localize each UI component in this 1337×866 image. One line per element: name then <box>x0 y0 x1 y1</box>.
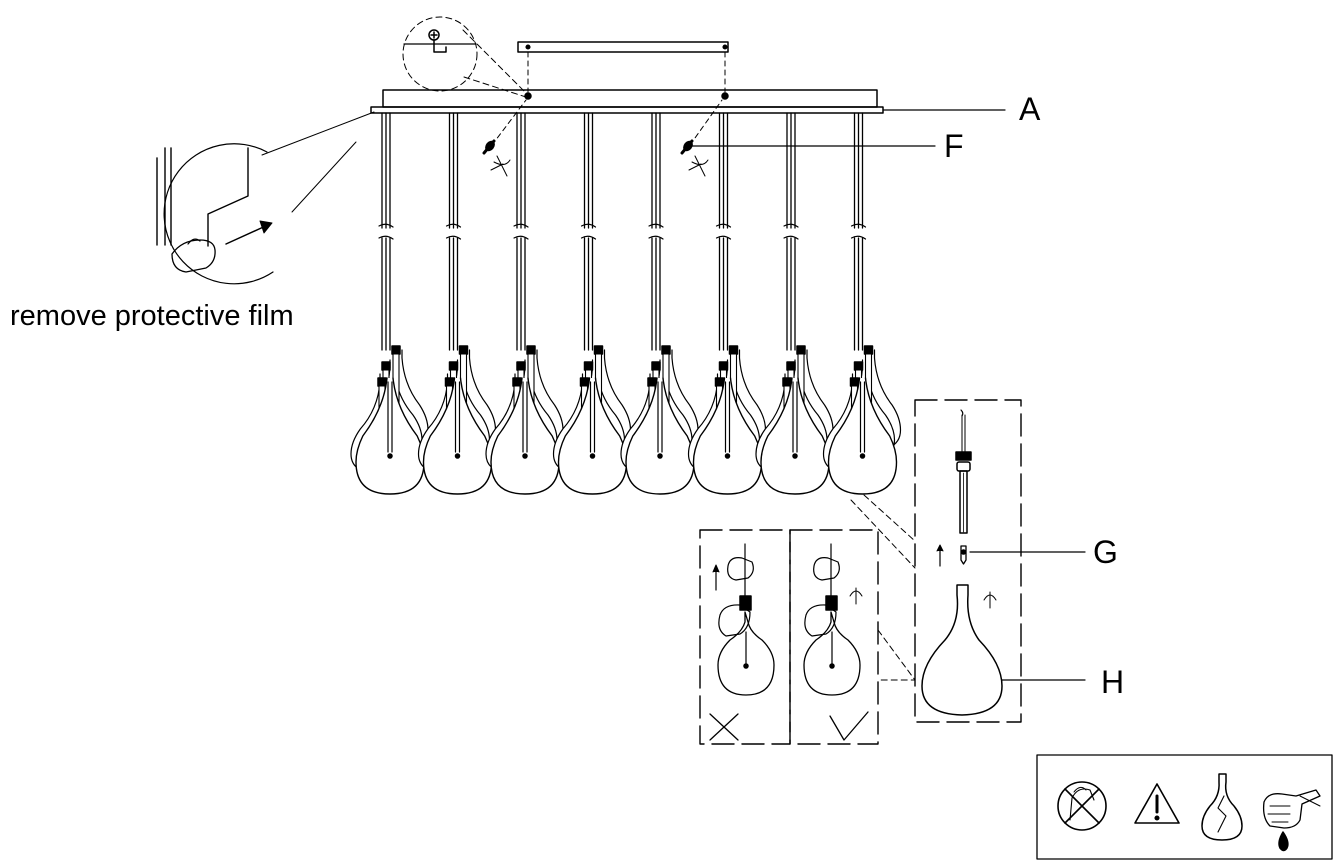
remove-film-label: remove protective film <box>10 300 294 332</box>
warning-triangle-icon <box>1134 783 1180 824</box>
correct-method-panel <box>789 529 916 745</box>
pendant-7 <box>755 112 834 495</box>
canopy-plate <box>370 89 1006 114</box>
pendant-2 <box>417 112 497 495</box>
part-f-label: F <box>944 128 964 164</box>
pendant-5 <box>620 112 699 495</box>
hand-hazard-icon <box>1262 789 1321 852</box>
bulb-detail-panel <box>850 399 1086 723</box>
pendant-3 <box>485 112 564 495</box>
incorrect-method-panel <box>699 529 791 745</box>
broken-glass-icon <box>1201 773 1243 841</box>
part-g-label: G <box>1093 534 1118 570</box>
pendant-6 <box>687 112 767 495</box>
warnings-box <box>1036 754 1333 860</box>
pendant-lights <box>350 112 902 495</box>
pendant-4 <box>552 112 632 495</box>
part-a-label: A <box>1019 91 1041 127</box>
mounting-bracket <box>517 41 729 93</box>
protective-film-magnifier <box>156 111 375 285</box>
part-h-label: H <box>1101 664 1125 700</box>
screw-detail-magnifier <box>402 16 527 98</box>
pendant-1 <box>350 112 429 495</box>
no-wet-cleaning-icon <box>1057 781 1107 831</box>
screw-f-left <box>482 99 527 177</box>
pendant-8 <box>822 112 902 495</box>
screw-f-right <box>680 99 936 177</box>
